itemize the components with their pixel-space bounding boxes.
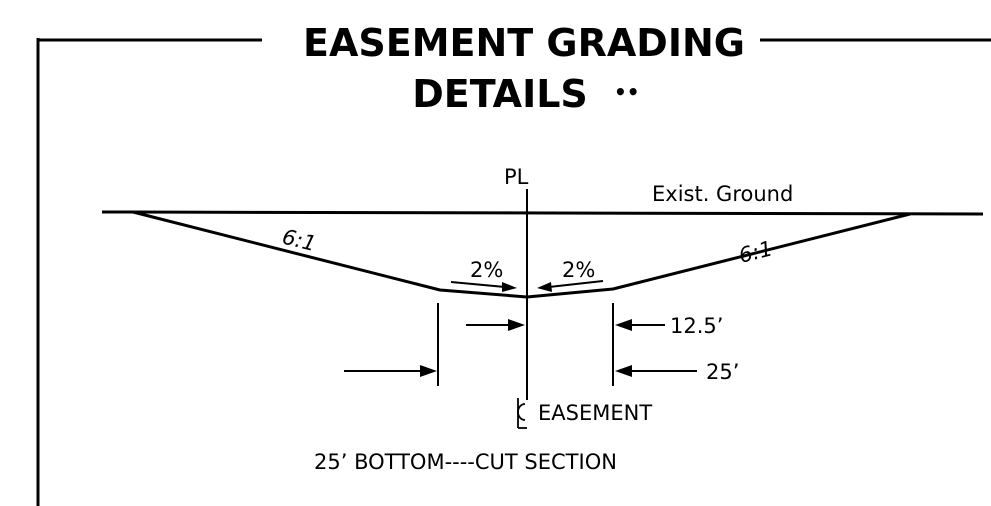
title-mark: •• [614,80,640,104]
title-line-1: EASEMENT GRADING [303,21,745,65]
slope-label-right: 6:1 [736,236,775,267]
cut-section-profile [132,210,911,299]
ground-label: Exist. Ground [652,182,793,206]
grade-label-right: 2% [562,258,595,282]
centerline-label: EASEMENT [538,401,652,425]
grade-arrow-right [537,280,604,292]
drawing-frame [36,38,991,506]
dimension-full-label: 25’ [706,360,739,384]
grade-label-left: 2% [470,258,503,282]
title-line-2: DETAILS [412,72,588,116]
centerline-icon [517,398,527,429]
dimension-half-width [466,319,665,331]
dimension-full-width [344,365,697,377]
pl-label: PL [504,165,529,189]
dimension-half-label: 12.5’ [670,314,723,338]
section-caption: 25’ BOTTOM----CUT SECTION [314,450,617,474]
existing-ground-line [101,210,984,216]
grade-arrow-left [450,281,517,292]
